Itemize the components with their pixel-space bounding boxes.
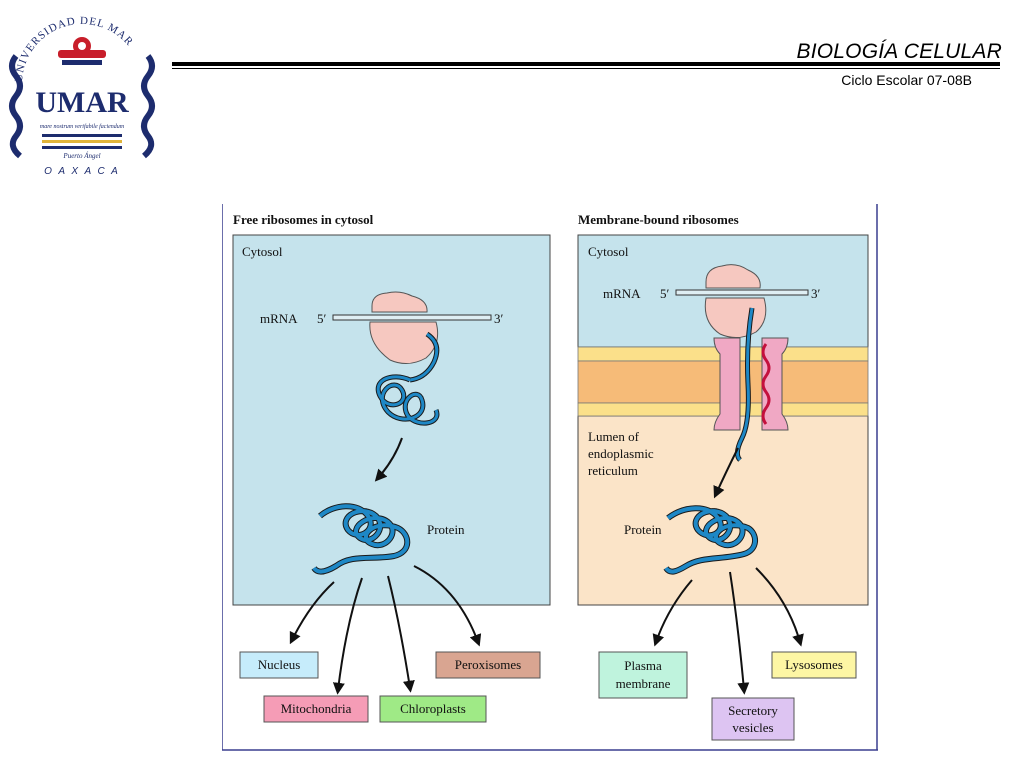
right-mrna-label: mRNA xyxy=(603,286,641,301)
label-secretory-line2: vesicles xyxy=(732,720,773,735)
label-lysosomes: Lysosomes xyxy=(785,657,843,672)
box-plasma-membrane xyxy=(598,651,688,699)
left-panel-heading: Free ribosomes in cytosol xyxy=(233,212,374,227)
label-peroxisomes: Peroxisomes xyxy=(455,657,521,672)
logo-place: Puerto Ángel xyxy=(62,152,100,160)
left-3prime: 3′ xyxy=(494,311,504,326)
lumen-label-line2: endoplasmic xyxy=(588,446,654,461)
left-folding-protein xyxy=(375,374,440,426)
box-secretory-vesicles xyxy=(711,697,795,741)
label-chloroplasts: Chloroplasts xyxy=(400,701,466,716)
right-ribosome xyxy=(704,264,767,338)
box-nucleus xyxy=(239,651,319,679)
label-nucleus: Nucleus xyxy=(258,657,301,672)
box-lysosomes xyxy=(771,651,857,679)
left-ribosome xyxy=(369,291,439,364)
signal-sequence xyxy=(761,343,771,425)
right-mrna-strand xyxy=(675,289,809,296)
header-rule-thick xyxy=(172,62,1000,66)
lumen-label-line1: Lumen of xyxy=(588,429,640,444)
right-3prime: 3′ xyxy=(811,286,821,301)
label-plasma-line2: membrane xyxy=(616,676,671,691)
box-chloroplasts xyxy=(379,695,487,723)
label-mitochondria: Mitochondria xyxy=(281,701,352,716)
left-protein-label: Protein xyxy=(427,522,465,537)
left-protein xyxy=(311,503,411,575)
left-5prime: 5′ xyxy=(317,311,327,326)
left-mrna-label: mRNA xyxy=(260,311,298,326)
left-cytosol-label: Cytosol xyxy=(242,244,283,259)
right-5prime: 5′ xyxy=(660,286,670,301)
logo-state: O A X A C A xyxy=(44,166,120,177)
right-protein-label: Protein xyxy=(624,522,662,537)
course-title: BIOLOGÍA CELULAR xyxy=(796,40,1002,63)
label-plasma-line1: Plasma xyxy=(624,658,662,673)
label-secretory-line1: Secretory xyxy=(728,703,778,718)
right-cytosol-label: Cytosol xyxy=(588,244,629,259)
logo-letters: UMAR xyxy=(35,86,129,119)
box-peroxisomes xyxy=(435,651,541,679)
header-rule-thin xyxy=(172,68,1000,69)
left-cytosol-region xyxy=(232,234,551,606)
course-subtitle: Ciclo Escolar 07-08B xyxy=(841,72,972,88)
right-panel-heading: Membrane-bound ribosomes xyxy=(578,212,739,227)
translocon xyxy=(713,337,789,431)
left-mrna-strand xyxy=(332,314,492,321)
right-protein xyxy=(663,505,758,575)
university-logo: UNIVERSIDAD DEL MAR UMAR mare nostrum ve… xyxy=(2,4,162,180)
lumen-label-line3: reticulum xyxy=(588,463,638,478)
box-mitochondria xyxy=(263,695,369,723)
logo-motto: mare nostrum verifabile faciendum xyxy=(40,123,125,130)
ribosome-diagram: Free ribosomes in cytosol Cytosol mRNA 5… xyxy=(221,204,878,751)
